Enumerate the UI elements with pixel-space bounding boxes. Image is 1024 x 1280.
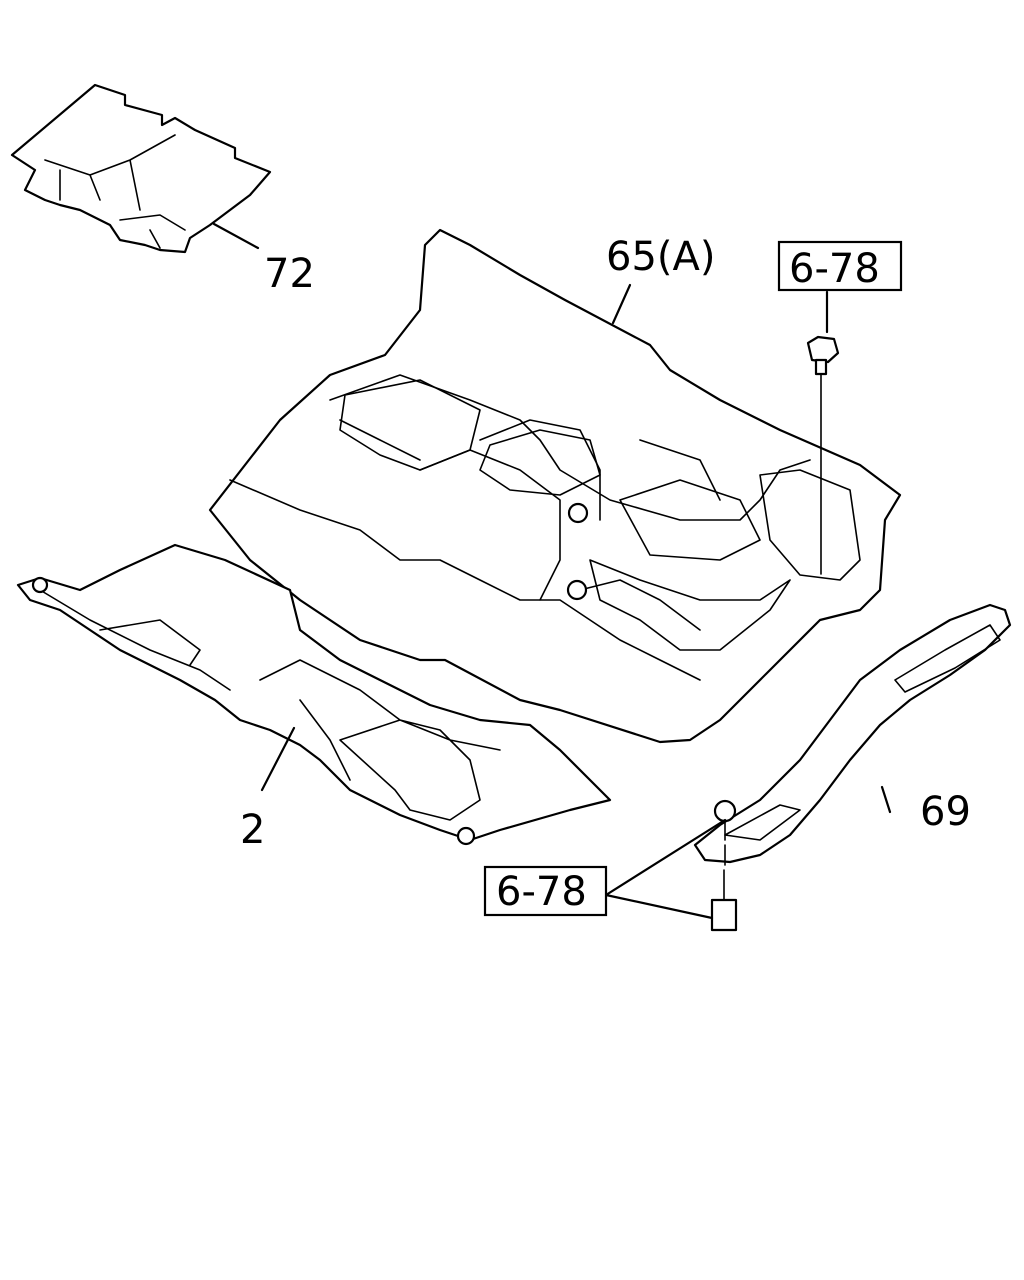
part-69-sill-trim: [693, 603, 1012, 864]
ref-box-bottom: [483, 865, 608, 917]
callout-ref-bottom: 6-78: [496, 869, 587, 915]
part-65a-floor-carpet: [208, 228, 902, 744]
clip-fastener-top: [806, 335, 840, 575]
callout-69: 69: [920, 789, 971, 835]
clip-fastener-bottom: [710, 869, 738, 932]
leader-lines: [212, 222, 892, 920]
callout-2: 2: [240, 807, 265, 853]
part-2-front-insulator: [16, 543, 612, 846]
callout-72: 72: [264, 251, 315, 297]
part-72-insulator: [10, 83, 272, 254]
ref-box-top: [777, 240, 903, 292]
callout-ref-top: 6-78: [789, 246, 880, 292]
callout-65a: 65(A): [606, 234, 715, 280]
